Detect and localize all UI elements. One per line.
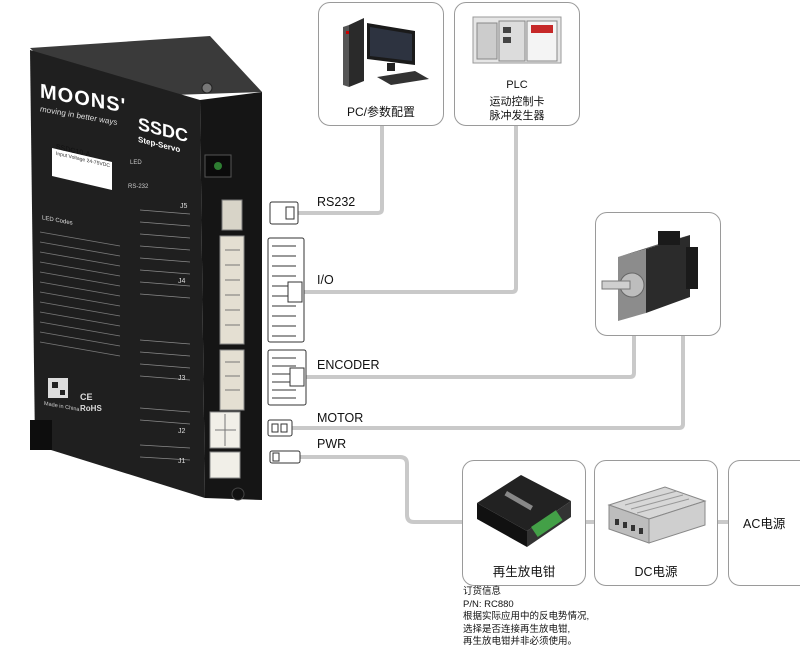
dc-label: DC电源: [634, 565, 678, 579]
order-note-line4: 选择是否连接再生放电钳,: [463, 623, 571, 635]
led-indicator: [214, 162, 222, 170]
io-cable: [301, 123, 518, 294]
motor-cable: [288, 334, 685, 430]
port-label-j3: J3: [178, 375, 186, 382]
regen-clamp-icon: [477, 475, 571, 547]
drive-heatsink-foot: [30, 420, 52, 450]
order-note-line5: 再生放电钳并非必须使用。: [463, 636, 578, 647]
motor-box: [595, 212, 721, 336]
order-note-part-number: P/N: RC880: [463, 598, 514, 610]
drive-screw: [201, 82, 213, 94]
led-label: LED: [130, 160, 142, 166]
port-label-j1: J1: [178, 458, 186, 465]
port-label-j2: J2: [178, 428, 186, 435]
plc-label-1: PLC: [506, 79, 528, 91]
motor-label: MOTOR: [317, 411, 364, 425]
regen-label: 再生放电钳: [492, 565, 556, 579]
order-note-title: 订货信息: [463, 586, 502, 597]
plc-label-3: 脉冲发生器: [489, 110, 545, 122]
plc-icon: [472, 16, 562, 64]
plc-box: PLC 运动控制卡 脉冲发生器: [454, 2, 580, 126]
pc-icon: [343, 18, 429, 87]
rs232-port: [221, 199, 243, 231]
rs232-cable: [296, 123, 384, 215]
port-label-j4: J4: [178, 278, 186, 285]
rs232-port-label: RS-232: [128, 184, 149, 190]
port-label-j5: J5: [180, 203, 188, 210]
stepper-motor-icon: [601, 231, 698, 321]
order-note-line3: 根据实际应用中的反电势情况,: [463, 611, 590, 622]
rs232-label: RS232: [317, 195, 356, 209]
rohs-mark: RoHS: [80, 404, 102, 413]
io-port: [219, 235, 245, 345]
plc-label-2: 运动控制卡: [489, 96, 545, 108]
ac-box: AC电源: [728, 460, 800, 586]
regen-box: 再生放电钳: [462, 460, 586, 586]
pc-label: PC/参数配置: [346, 105, 415, 119]
pc-box: PC/参数配置: [318, 2, 444, 126]
power-port: [209, 451, 241, 479]
ce-mark: CE: [80, 392, 93, 402]
pwr-label: PWR: [317, 437, 347, 451]
ac-label: AC电源: [743, 517, 786, 531]
encoder-label: ENCODER: [317, 358, 380, 372]
dc-box: DC电源: [594, 460, 718, 586]
order-note: 订货信息 P/N: RC880 根据实际应用中的反电势情况, 选择是否连接再生放…: [463, 586, 589, 649]
dc-power-supply-icon: [607, 486, 707, 544]
drive-foot-screw: [231, 487, 245, 501]
pwr-cable: [298, 455, 474, 524]
encoder-cable: [303, 334, 636, 379]
encoder-plug: [267, 349, 307, 406]
io-label: I/O: [317, 273, 334, 287]
encoder-port: [219, 349, 245, 411]
drive-sticker: [52, 148, 112, 190]
